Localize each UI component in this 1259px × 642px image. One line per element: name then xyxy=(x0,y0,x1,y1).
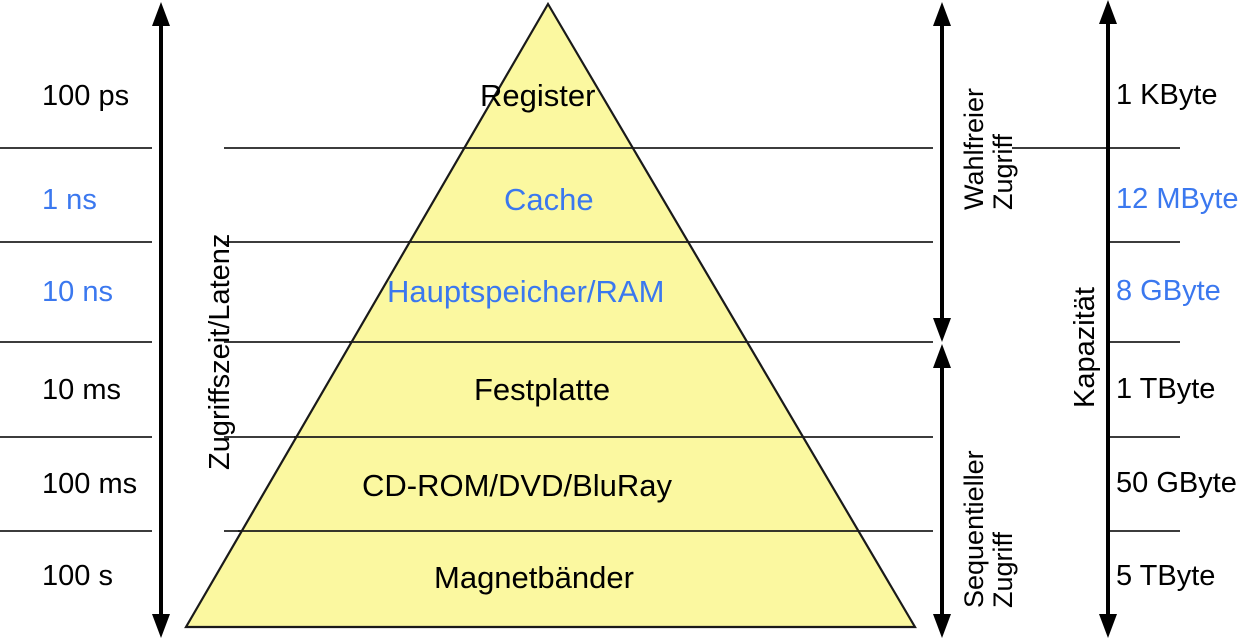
random-access-arrow-head-up xyxy=(933,2,951,26)
access-group-random-line1: Wahlfreier xyxy=(959,87,989,210)
capacity-arrow-head-up xyxy=(1099,0,1117,24)
pyramid-level-tape: Magnetbänder xyxy=(434,560,634,595)
capacity-label-tape: 5 TByte xyxy=(1116,560,1216,592)
pyramid-level-register: Register xyxy=(480,78,596,113)
capacity-label-disk: 1 TByte xyxy=(1116,373,1216,405)
access-group-random: Wahlfreier Zugriff xyxy=(959,87,1019,210)
capacity-label-optical: 50 GByte xyxy=(1116,467,1237,499)
gridlines-right xyxy=(1012,147,1180,532)
sequential-access-arrow xyxy=(933,344,951,638)
access-group-random-line2: Zugriff xyxy=(988,133,1019,210)
capacity-axis-arrow xyxy=(1099,0,1117,638)
random-access-arrow xyxy=(933,2,951,342)
latency-axis-title: Zugriffszeit/Latenz xyxy=(204,233,236,470)
latency-label-optical: 100 ms xyxy=(42,468,138,500)
sequential-access-arrow-head-down xyxy=(933,614,951,638)
pyramid-shape xyxy=(184,1,917,629)
pyramid-level-dividers xyxy=(238,147,858,532)
access-group-sequential: Sequentieller Zugriff xyxy=(959,450,1019,608)
capacity-label-ram: 8 GByte xyxy=(1116,275,1221,307)
capacity-label-register: 1 KByte xyxy=(1116,79,1218,111)
sequential-access-arrow-head-up xyxy=(933,344,951,368)
capacity-label-cache: 12 MByte xyxy=(1116,183,1239,215)
pyramid-level-harddisk: Festplatte xyxy=(474,372,611,407)
latency-axis-arrow xyxy=(152,2,170,638)
latency-label-tape: 100 s xyxy=(42,560,113,592)
capacity-axis-title: Kapazität xyxy=(1069,287,1101,408)
random-access-arrow-head-down xyxy=(933,318,951,342)
latency-arrow-head-down xyxy=(152,614,170,638)
pyramid-level-cache: Cache xyxy=(504,182,594,217)
latency-label-disk: 10 ms xyxy=(42,374,121,406)
gridlines-left xyxy=(0,147,152,532)
access-group-sequential-line1: Sequentieller xyxy=(959,450,989,608)
latency-arrow-head-up xyxy=(152,2,170,26)
pyramid-level-ram: Hauptspeicher/RAM xyxy=(387,274,665,309)
capacity-arrow-head-down xyxy=(1099,614,1117,638)
access-group-sequential-line2: Zugriff xyxy=(988,531,1019,608)
pyramid-level-optical: CD-ROM/DVD/BluRay xyxy=(362,468,673,503)
latency-label-cache: 1 ns xyxy=(42,184,97,216)
latency-label-ram: 10 ns xyxy=(42,276,113,308)
latency-label-register: 100 ps xyxy=(42,80,130,112)
